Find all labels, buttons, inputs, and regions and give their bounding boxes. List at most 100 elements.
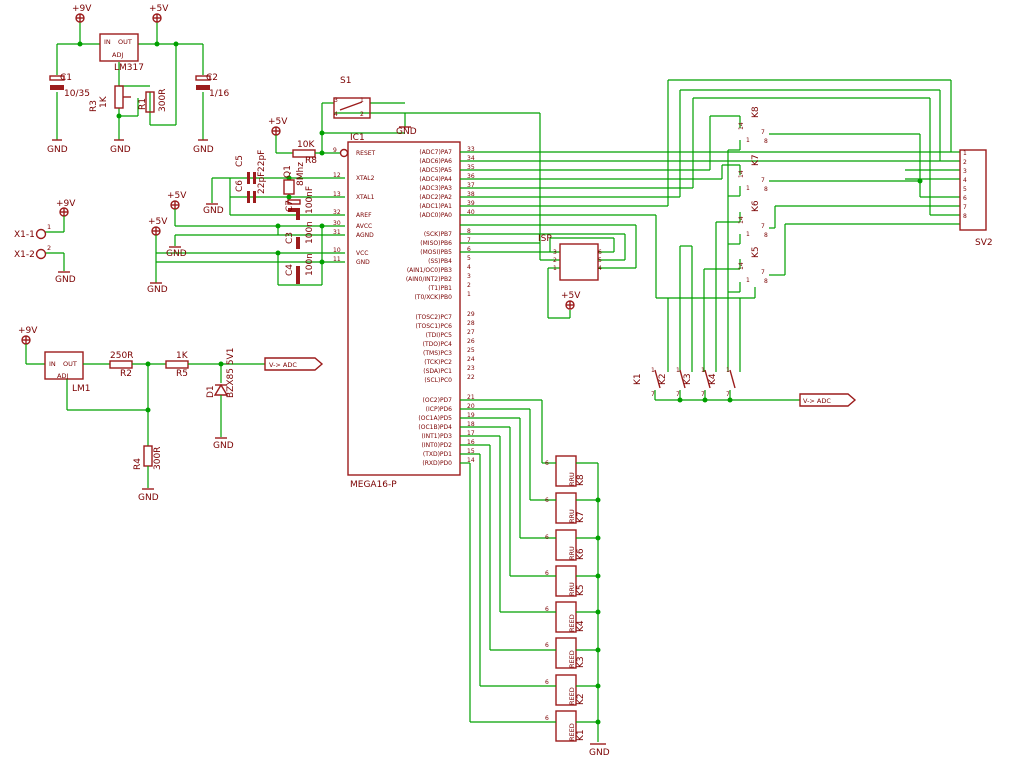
mcu-right-pin-number: 19 bbox=[467, 412, 475, 419]
mcu-left-pin-number: 12 bbox=[333, 172, 341, 179]
mcu-pin-labels: RESET9XTAL212XTAL113AREF32AVCC30AGND31VC… bbox=[333, 146, 967, 467]
mcu-right-pin-number: 6 bbox=[467, 246, 471, 253]
label-x1-1: X1-1 bbox=[14, 230, 35, 240]
relay-labels: K814781K714781K614781K514781K171K271K371… bbox=[545, 106, 768, 741]
upper-relay-ref: K5 bbox=[751, 246, 761, 258]
gnd-s1: GND bbox=[396, 127, 417, 137]
mcu-right-pin-number: 1 bbox=[467, 291, 471, 298]
lower-relay-pin: 6 bbox=[545, 715, 549, 722]
mcu-right-pin-number: 17 bbox=[467, 430, 475, 437]
label-c3-val: 100n bbox=[305, 221, 315, 244]
mcu-right-pin-number: 38 bbox=[467, 191, 475, 198]
mcu-right-pin: (SS)PB4 bbox=[428, 258, 452, 265]
s1-pin4: 4 bbox=[334, 111, 338, 118]
label-c2-val: 1/16 bbox=[209, 89, 229, 99]
mcu-right-pin: (ICP)PD6 bbox=[426, 406, 452, 413]
mcu-right-pin: (OC1B)PD4 bbox=[418, 424, 452, 431]
sv2-pin-number: 4 bbox=[963, 177, 967, 184]
lower-relay-type: REED bbox=[568, 723, 576, 741]
upper-relay-pin: 8 bbox=[764, 138, 768, 145]
mcu-left-pin: AREF bbox=[356, 212, 372, 219]
mcu-right-pin-number: 23 bbox=[467, 365, 475, 372]
mcu-right-pin: (MISO)PB6 bbox=[420, 240, 452, 247]
label-isp: ISP bbox=[538, 234, 552, 244]
mcu-right-pin-number: 5 bbox=[467, 255, 471, 262]
label-sv2: SV2 bbox=[975, 238, 993, 248]
mcu-right-pin-number: 7 bbox=[467, 237, 471, 244]
gnd-xtal: GND bbox=[203, 206, 224, 216]
label-c1: C1 bbox=[60, 73, 72, 83]
lower-relay-ref: K1 bbox=[576, 729, 586, 741]
sv2-pin-number: 5 bbox=[963, 186, 967, 193]
mcu-right-pin-number: 4 bbox=[467, 264, 471, 271]
isp-pin-number: 2 bbox=[553, 257, 557, 264]
mcu-right-pin: (TOSC1)PC6 bbox=[415, 323, 452, 330]
label-5v-d: +5V bbox=[148, 217, 168, 227]
switch-ref: K3 bbox=[683, 373, 693, 385]
lower-relay-pin: 6 bbox=[545, 570, 549, 577]
label-c7: C7 bbox=[285, 200, 295, 212]
gnd-vcc: GND bbox=[147, 285, 168, 295]
mcu-right-pin-number: 20 bbox=[467, 403, 475, 410]
label-c1-val: 10/35 bbox=[64, 89, 90, 99]
mcu-right-pin-number: 18 bbox=[467, 421, 475, 428]
mcu-left-pin-number: 11 bbox=[333, 256, 341, 263]
mcu-right-pin-number: 27 bbox=[467, 329, 475, 336]
switch-pin: 7 bbox=[651, 391, 655, 398]
mcu-right-pin: (SCK)PB7 bbox=[424, 231, 452, 238]
s1-pin2: 2 bbox=[360, 111, 364, 118]
mcu-left-pin-number: 30 bbox=[333, 220, 341, 227]
isp-pin-number: 4 bbox=[598, 265, 602, 272]
isp-pin-number: 6 bbox=[598, 249, 602, 256]
upper-relay-ref: K7 bbox=[751, 154, 761, 166]
mcu-right-pin-number: 37 bbox=[467, 182, 475, 189]
switch-pin: 1 bbox=[676, 367, 680, 374]
mcu-right-pin-number: 8 bbox=[467, 228, 471, 235]
mcu-right-pin-number: 39 bbox=[467, 200, 475, 207]
upper-relay-pin: 8 bbox=[764, 232, 768, 239]
mcu-right-pin: (T0/XCK)PB0 bbox=[414, 294, 452, 301]
label-5v-e: +5V bbox=[561, 291, 581, 301]
mcu-right-pin: (OC2)PD7 bbox=[423, 397, 453, 404]
mcu-left-pin: RESET bbox=[356, 150, 376, 157]
lower-relay-type: RRU bbox=[568, 546, 576, 560]
x1-pin2: 2 bbox=[47, 244, 51, 252]
upper-relay-pin: 14 bbox=[738, 122, 745, 130]
gnd-c1: GND bbox=[47, 145, 68, 155]
lower-relay-type: RRU bbox=[568, 472, 576, 486]
mcu-right-pin: (RXD)PD0 bbox=[422, 460, 452, 467]
lower-relay-type: RRU bbox=[568, 582, 576, 596]
lower-relay-pin: 6 bbox=[545, 497, 549, 504]
label-c6-val: 22pF bbox=[257, 172, 267, 194]
mcu-right-pin: (ADC6)PA6 bbox=[419, 158, 452, 165]
isp-pin-number: 5 bbox=[598, 257, 602, 264]
s1-pin1: 1 bbox=[360, 97, 364, 104]
upper-relay-pin: 8 bbox=[764, 186, 768, 193]
upper-relay-pin: 14 bbox=[738, 262, 745, 270]
mcu-right-pin-number: 28 bbox=[467, 320, 475, 327]
label-d1: D1 bbox=[206, 385, 216, 398]
mcu-right-pin: (SCL)PC0 bbox=[424, 377, 452, 384]
lower-relay-pin: 6 bbox=[545, 679, 549, 686]
mcu-right-pin-number: 33 bbox=[467, 146, 475, 153]
upper-relay-pin: 1 bbox=[746, 231, 750, 238]
label-q1: Q1 bbox=[283, 165, 293, 178]
mcu-left-pin-number: 13 bbox=[333, 191, 341, 198]
label-s1: S1 bbox=[340, 76, 351, 86]
mcu-ref: IC1 bbox=[350, 133, 365, 143]
mcu-right-pin-number: 22 bbox=[467, 374, 475, 381]
mcu-left-peripherals bbox=[150, 97, 411, 286]
reg-top-in: IN bbox=[104, 38, 111, 46]
mcu-right-pin: (MOSI)PB5 bbox=[420, 249, 452, 256]
mcu-right-pin-number: 35 bbox=[467, 164, 475, 171]
mcu-right-wiring bbox=[405, 79, 960, 722]
label-c4-val: 100n bbox=[305, 253, 315, 276]
mcu-right-pin-number: 36 bbox=[467, 173, 475, 180]
lower-relay-bank bbox=[470, 455, 606, 745]
switch-pin: 7 bbox=[726, 391, 730, 398]
reg-bot-out: OUT bbox=[63, 360, 77, 368]
lower-relay-ref: K5 bbox=[576, 584, 586, 596]
mcu-right-pin: (INT0)PD2 bbox=[422, 442, 453, 449]
gnd-r3: GND bbox=[110, 145, 131, 155]
mcu-right-pin: (ADC4)PA4 bbox=[419, 176, 452, 183]
